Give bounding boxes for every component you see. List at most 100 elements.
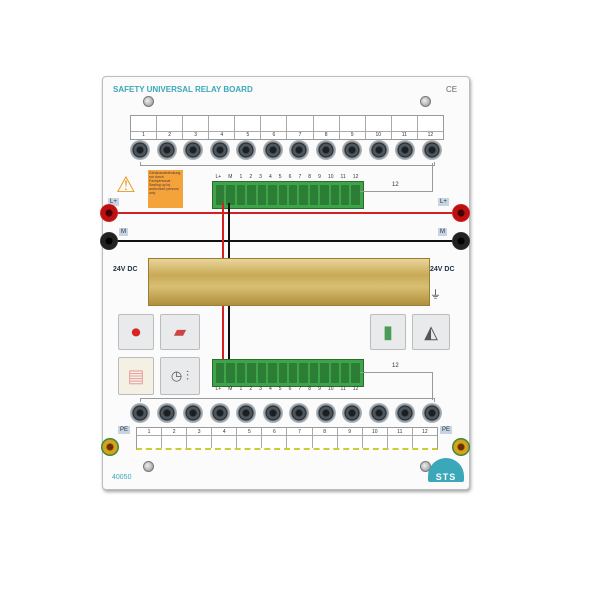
label-cell: 8 [313,116,340,139]
terminal-label: 8 [308,174,312,180]
terminal-screw[interactable] [299,185,308,205]
pe-label-left: PE [118,426,131,434]
safety-door-icon: ▮ [370,314,406,350]
socket-number: 11 [391,131,417,138]
safety-mat-icon: ▰ [160,314,200,350]
socket[interactable] [209,140,230,160]
terminal-screw[interactable] [226,363,235,383]
positive-jack-left[interactable] [100,204,118,222]
socket-number: 4 [212,429,237,436]
label-cell: 3 [183,116,210,139]
socket[interactable] [342,403,362,423]
terminal-screw[interactable] [288,363,298,383]
terminal-screw[interactable] [257,185,267,205]
socket[interactable] [421,403,442,423]
socket-number: 10 [365,131,391,138]
socket[interactable] [289,403,309,423]
label-cell: 9 [339,116,366,139]
socket[interactable] [130,140,150,160]
terminal-screw[interactable] [299,363,308,383]
terminal-label: 11 [340,174,346,180]
terminal-screw[interactable] [257,363,267,383]
socket[interactable] [209,403,230,423]
socket[interactable] [130,403,150,423]
top-terminal-block[interactable] [212,181,364,209]
negative-jack-right[interactable] [452,232,470,250]
terminal-screw[interactable] [216,185,225,205]
socket[interactable] [183,403,203,423]
terminal-screw[interactable] [351,363,360,383]
socket[interactable] [156,403,177,423]
socket[interactable] [395,140,415,160]
terminal-label: M [228,386,233,392]
bottom-terminal-block[interactable] [212,359,364,387]
terminal-screw[interactable] [278,185,287,205]
label-cell: 12 [412,428,437,448]
terminal-label: 3 [259,386,262,392]
terminal-screw[interactable] [216,363,225,383]
terminal-label: 11 [340,386,346,392]
socket[interactable] [183,140,203,160]
terminal-screw[interactable] [236,185,246,205]
warning-label: Gehäuseabdeckung nur durch Fachpersonal … [148,170,183,208]
terminal-label: 12 [352,386,359,392]
terminal-screw[interactable] [268,185,277,205]
terminal-screw[interactable] [351,185,360,205]
m-label-right: M [438,228,447,236]
socket[interactable] [289,140,309,160]
socket[interactable] [262,403,283,423]
terminal-screw[interactable] [247,185,256,205]
terminal-screw[interactable] [226,185,235,205]
label-cell: 1 [137,428,163,448]
terminal-screw[interactable] [341,185,350,205]
terminal-label: 9 [318,174,321,180]
terminal-screw[interactable] [247,363,256,383]
socket[interactable] [236,403,256,423]
socket-number: 6 [261,131,287,138]
socket[interactable] [156,140,177,160]
terminal-screw[interactable] [309,363,319,383]
socket[interactable] [342,140,362,160]
pe-jack-left[interactable] [101,438,119,456]
socket-number: 7 [287,429,312,436]
label-cell: 6 [261,116,288,139]
socket[interactable] [421,140,442,160]
terminal-screw[interactable] [309,185,319,205]
label-cell: 5 [235,116,262,139]
socket[interactable] [395,403,415,423]
socket-number: 5 [237,429,262,436]
socket[interactable] [236,140,256,160]
label-cell: 9 [337,428,363,448]
lplus-label-left: L+ [108,198,119,206]
socket[interactable] [368,403,389,423]
positive-jack-right[interactable] [452,204,470,222]
terminal-label: 3 [259,174,262,180]
socket-number: 12 [412,429,437,436]
terminal-label: 2 [249,174,253,180]
lplus-label-right: L+ [438,198,449,206]
socket[interactable] [315,140,336,160]
terminal-label: 2 [249,386,253,392]
cable-line [360,191,433,192]
terminal-screw[interactable] [330,185,340,205]
socket-number: 7 [287,131,313,138]
socket-number: 8 [313,131,339,138]
socket-number: 2 [157,131,183,138]
socket[interactable] [368,140,389,160]
label-cell: 1 [131,116,158,139]
terminal-screw[interactable] [320,363,329,383]
terminal-screw[interactable] [320,185,329,205]
pe-jack-right[interactable] [452,438,470,456]
socket[interactable] [262,140,283,160]
terminal-screw[interactable] [330,363,340,383]
negative-jack-left[interactable] [100,232,118,250]
terminal-screw[interactable] [268,363,277,383]
terminal-label: M [228,174,233,180]
terminal-screw[interactable] [288,185,298,205]
socket[interactable] [315,403,336,423]
terminal-screw[interactable] [236,363,246,383]
terminal-screw[interactable] [278,363,287,383]
terminal-screw[interactable] [341,363,350,383]
pe-label-right: PE [440,426,453,434]
